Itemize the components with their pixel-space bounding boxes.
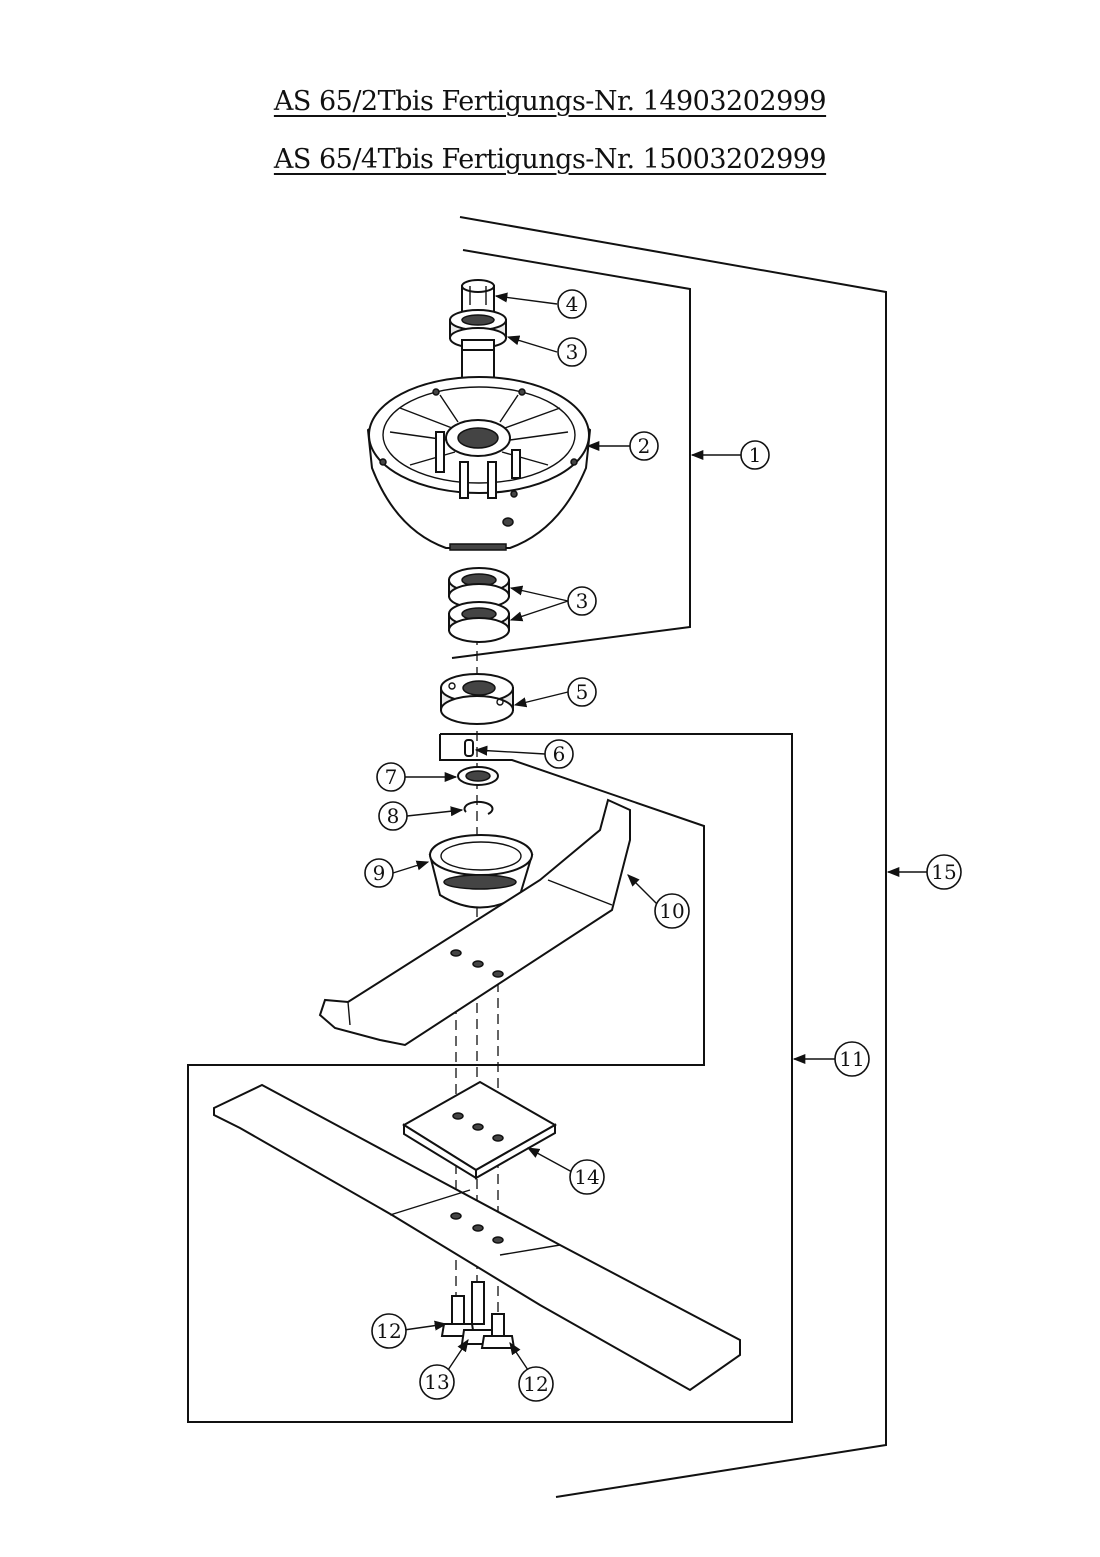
svg-text:1: 1 [749,443,762,467]
bracket-1 [451,249,691,659]
washer-part-7 [457,766,499,786]
bracket-15 [459,216,887,1498]
callout-14: 14 [569,1159,605,1195]
plate-part-14 [402,1080,558,1180]
svg-text:12: 12 [523,1372,548,1396]
svg-text:13: 13 [424,1370,449,1394]
svg-text:9: 9 [373,861,386,885]
svg-text:3: 3 [576,589,589,613]
callout-2: 2 [629,431,659,461]
callout-10: 10 [654,893,690,929]
callout-9: 9 [364,858,394,888]
bearings-part-3-bottom [448,567,510,643]
svg-text:12: 12 [376,1319,401,1343]
bracket-11 [187,733,793,1423]
callout-6: 6 [544,739,574,769]
bearing-part-3-top [449,309,507,351]
callout-3-top: 3 [557,337,587,367]
main-blade-part-11 [213,1083,741,1392]
circlip-part-8 [463,800,494,815]
callout-5: 5 [567,677,597,707]
svg-text:14: 14 [574,1165,599,1189]
callout-3-bottom: 3 [567,586,597,616]
svg-text:7: 7 [385,765,398,789]
callout-15: 15 [926,854,962,890]
callout-4: 4 [557,289,587,319]
hub-part-5 [440,673,514,725]
callout-12-right: 12 [518,1366,554,1402]
blade-part-10 [318,798,631,1047]
bolts-part-12-13 [440,1281,516,1349]
callout-7: 7 [376,762,406,792]
svg-text:2: 2 [638,434,651,458]
callout-11: 11 [834,1041,870,1077]
callout-1: 1 [740,440,770,470]
housing-part-2 [366,376,592,551]
callout-12-left: 12 [371,1313,407,1349]
svg-text:8: 8 [387,804,400,828]
svg-text:6: 6 [553,742,566,766]
svg-text:5: 5 [576,680,589,704]
title-line-2: AS 65/4Tbis Fertigungs-Nr. 15003202999 [273,144,827,175]
svg-text:3: 3 [566,340,579,364]
callout-13: 13 [419,1364,455,1400]
svg-text:4: 4 [566,292,579,316]
svg-text:15: 15 [931,860,956,884]
svg-text:11: 11 [839,1047,864,1071]
bracket-10 [439,734,705,1066]
svg-text:10: 10 [659,899,684,923]
title-line-1: AS 65/2Tbis Fertigungs-Nr. 14903202999 [273,86,827,117]
key-part-6 [464,739,474,757]
callout-8: 8 [378,801,408,831]
